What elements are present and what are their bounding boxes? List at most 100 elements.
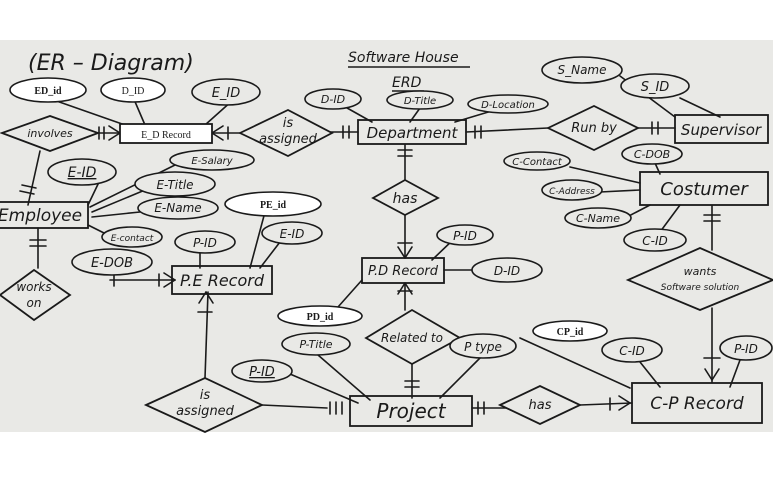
attribute-c-id: C-ID bbox=[623, 228, 687, 252]
entity-customer: Costumer bbox=[639, 171, 769, 206]
svg-text:has: has bbox=[529, 398, 552, 413]
svg-text:P-Title: P-Title bbox=[299, 338, 332, 351]
diagram-subtitle: ERD bbox=[392, 75, 422, 91]
svg-text:PD_id: PD_id bbox=[307, 312, 334, 323]
svg-text:Costumer: Costumer bbox=[660, 179, 749, 200]
attribute-s-id: S_ID bbox=[620, 73, 690, 99]
attribute-cp-c-id: C-ID bbox=[601, 337, 663, 363]
svg-text:E-Title: E-Title bbox=[156, 178, 193, 192]
attribute-e-name: E-Name bbox=[137, 196, 219, 220]
attribute-c-dob: C-DOB bbox=[621, 143, 683, 165]
svg-text:C-P Record: C-P Record bbox=[650, 394, 744, 414]
svg-text:C-Contact: C-Contact bbox=[512, 157, 563, 168]
relationship-has-department: has bbox=[371, 178, 440, 217]
attribute-pd-p-id: P-ID bbox=[436, 224, 494, 246]
attribute-pe-p-id: P-ID bbox=[174, 230, 236, 254]
attribute-e-id: E-ID bbox=[47, 158, 117, 186]
attribute-dept-d-title: D-Title bbox=[386, 90, 454, 110]
attribute-cp-p-id: P-ID bbox=[719, 335, 773, 361]
svg-text:Run by: Run by bbox=[571, 121, 617, 136]
svg-text:C-DOB: C-DOB bbox=[634, 148, 670, 161]
attribute-pe-e-id: E-ID bbox=[261, 221, 323, 245]
diagram-heading: (ER – Diagram) bbox=[28, 51, 194, 76]
svg-text:P-ID: P-ID bbox=[249, 365, 275, 380]
relationship-run-by: Run by bbox=[545, 104, 641, 152]
svg-text:E_ID: E_ID bbox=[212, 86, 241, 101]
svg-text:E-ID: E-ID bbox=[280, 227, 305, 241]
svg-text:assigned: assigned bbox=[259, 132, 318, 147]
svg-text:Project: Project bbox=[376, 399, 446, 423]
attribute-e-salary: E-Salary bbox=[169, 149, 255, 171]
attribute-dept-d-location: D-Location bbox=[467, 94, 549, 114]
svg-text:wants: wants bbox=[684, 265, 717, 278]
attributes: ED_id D_ID E_ID D-ID D-Title D-Location … bbox=[9, 56, 773, 383]
attribute-e-contact: E-contact bbox=[101, 226, 163, 248]
attribute-ed-e-id: E_ID bbox=[191, 78, 261, 106]
svg-text:D-ID: D-ID bbox=[494, 264, 520, 278]
svg-text:P-ID: P-ID bbox=[734, 342, 758, 356]
svg-text:is: is bbox=[200, 388, 211, 403]
attribute-s-name: S_Name bbox=[541, 56, 623, 84]
attribute-e-title: E-Title bbox=[134, 171, 216, 197]
svg-text:is: is bbox=[283, 116, 294, 131]
svg-text:D-Title: D-Title bbox=[404, 96, 436, 107]
svg-text:Software solution: Software solution bbox=[661, 283, 740, 293]
svg-text:S_ID: S_ID bbox=[641, 80, 670, 95]
relationship-has-project: has bbox=[497, 385, 583, 425]
svg-text:Employee: Employee bbox=[0, 206, 82, 226]
entity-department: Department bbox=[357, 119, 467, 145]
svg-text:E-Name: E-Name bbox=[154, 201, 201, 215]
relationship-works-on: works on bbox=[0, 268, 72, 322]
cardinality-marks bbox=[19, 121, 721, 415]
svg-text:C-ID: C-ID bbox=[619, 344, 645, 358]
attribute-c-contact: C-Contact bbox=[503, 151, 571, 171]
svg-text:E-Salary: E-Salary bbox=[191, 156, 233, 167]
attribute-p-id: P-ID bbox=[231, 359, 293, 383]
attribute-pd-d-id: D-ID bbox=[471, 257, 543, 283]
svg-text:E_D Record: E_D Record bbox=[141, 130, 191, 141]
attribute-dept-d-id: D-ID bbox=[304, 88, 362, 110]
svg-text:C-Address: C-Address bbox=[549, 187, 595, 197]
attribute-pd-id: PD_id bbox=[277, 305, 363, 327]
svg-text:ED_id: ED_id bbox=[34, 86, 62, 97]
entity-supervisor: Supervisor bbox=[674, 114, 769, 144]
svg-text:P type: P type bbox=[464, 340, 502, 354]
attribute-ed-id: ED_id bbox=[9, 77, 87, 103]
svg-text:C-ID: C-ID bbox=[642, 234, 668, 248]
svg-text:P.D Record: P.D Record bbox=[368, 264, 439, 279]
svg-text:on: on bbox=[27, 296, 42, 310]
svg-text:Department: Department bbox=[367, 124, 459, 142]
relationship-is-assigned-department: is assigned bbox=[237, 108, 334, 158]
attribute-e-dob: E-DOB bbox=[71, 248, 153, 276]
svg-text:Supervisor: Supervisor bbox=[681, 121, 762, 139]
attribute-c-address: C-Address bbox=[541, 179, 603, 201]
svg-text:P.E Record: P.E Record bbox=[180, 271, 265, 290]
relationship-is-assigned-project: is assigned bbox=[143, 377, 265, 433]
svg-text:D_ID: D_ID bbox=[122, 86, 145, 97]
attribute-p-type: P type bbox=[449, 333, 517, 359]
relationship-involves: involves bbox=[0, 115, 101, 152]
svg-text:assigned: assigned bbox=[176, 404, 235, 419]
entity-cp-record: C-P Record bbox=[631, 382, 763, 424]
attribute-c-name: C-Name bbox=[564, 207, 632, 229]
svg-text:D-ID: D-ID bbox=[321, 93, 345, 106]
svg-text:involves: involves bbox=[27, 127, 73, 140]
entity-ed-record: E_D Record bbox=[119, 123, 213, 144]
svg-text:S_Name: S_Name bbox=[557, 63, 606, 77]
relationship-wants: wants Software solution bbox=[625, 247, 773, 311]
diagram-title: Software House bbox=[348, 50, 459, 66]
entity-employee: Employee bbox=[0, 201, 89, 229]
relationships: involves is assigned Run by has wants So… bbox=[0, 104, 773, 433]
attribute-ed-d-id: D_ID bbox=[100, 77, 166, 103]
attribute-pe-id: PE_id bbox=[224, 191, 322, 217]
svg-text:CP_id: CP_id bbox=[557, 327, 584, 338]
svg-text:PE_id: PE_id bbox=[260, 200, 287, 211]
svg-text:E-DOB: E-DOB bbox=[91, 256, 133, 271]
svg-text:D-Location: D-Location bbox=[481, 100, 535, 111]
attribute-cp-id: CP_id bbox=[532, 320, 608, 342]
entity-pe-record: P.E Record bbox=[171, 265, 273, 295]
attribute-p-title: P-Title bbox=[281, 332, 351, 356]
svg-text:C-Name: C-Name bbox=[576, 212, 620, 225]
svg-text:P-ID: P-ID bbox=[193, 236, 217, 250]
